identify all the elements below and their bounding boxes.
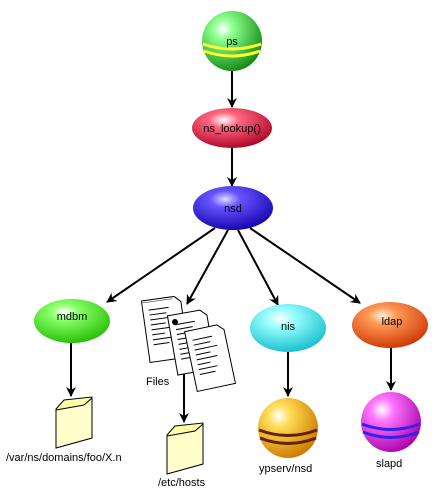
- ellipse-red-icon: [192, 108, 272, 148]
- documents-stack-icon: [140, 295, 237, 393]
- ns-lookup-label: ns_lookup(): [203, 123, 260, 135]
- ypserv-label: ypserv/nsd: [259, 463, 313, 475]
- ellipse-orange-icon: [352, 302, 428, 348]
- nis-label: nis: [281, 321, 296, 333]
- ellipse-green-icon: [34, 299, 110, 343]
- ellipse-cyan-icon: [250, 304, 326, 352]
- arrow-nsd-to-ldap: [249, 227, 361, 304]
- ldap-node: ldap: [352, 302, 428, 348]
- ps-label: ps: [226, 36, 238, 48]
- folder-icon: [166, 422, 204, 475]
- connectors: [66, 70, 396, 423]
- mdbm-label: mdbm: [57, 311, 88, 323]
- arrow-nsd-to-nis: [237, 229, 279, 306]
- slapd-label: slapd: [376, 458, 403, 470]
- nsd-node: nsd: [193, 186, 273, 230]
- ldap-label: ldap: [382, 316, 403, 328]
- mdbm-path-label: /var/ns/domains/foo/X.n: [6, 452, 122, 464]
- ps-node: ps: [202, 11, 262, 71]
- hosts-path-label: /etc/hosts: [158, 477, 206, 489]
- files-label: Files: [146, 376, 170, 388]
- ellipse-blue-icon: [193, 186, 273, 230]
- ball-orange-striped-icon: [258, 398, 318, 458]
- ball-green-yellow-stripes-icon: [202, 11, 262, 71]
- ns-lookup-node: ns_lookup(): [192, 108, 272, 148]
- mdbm-node: mdbm: [34, 299, 110, 343]
- arrow-nsd-to-files: [186, 229, 229, 305]
- arrow-nsd-to-mdbm: [106, 227, 216, 303]
- nis-node: nis: [250, 304, 326, 352]
- nsd-label: nsd: [224, 203, 242, 215]
- folder-icon: [55, 396, 93, 449]
- ball-magenta-striped-icon: [361, 392, 421, 452]
